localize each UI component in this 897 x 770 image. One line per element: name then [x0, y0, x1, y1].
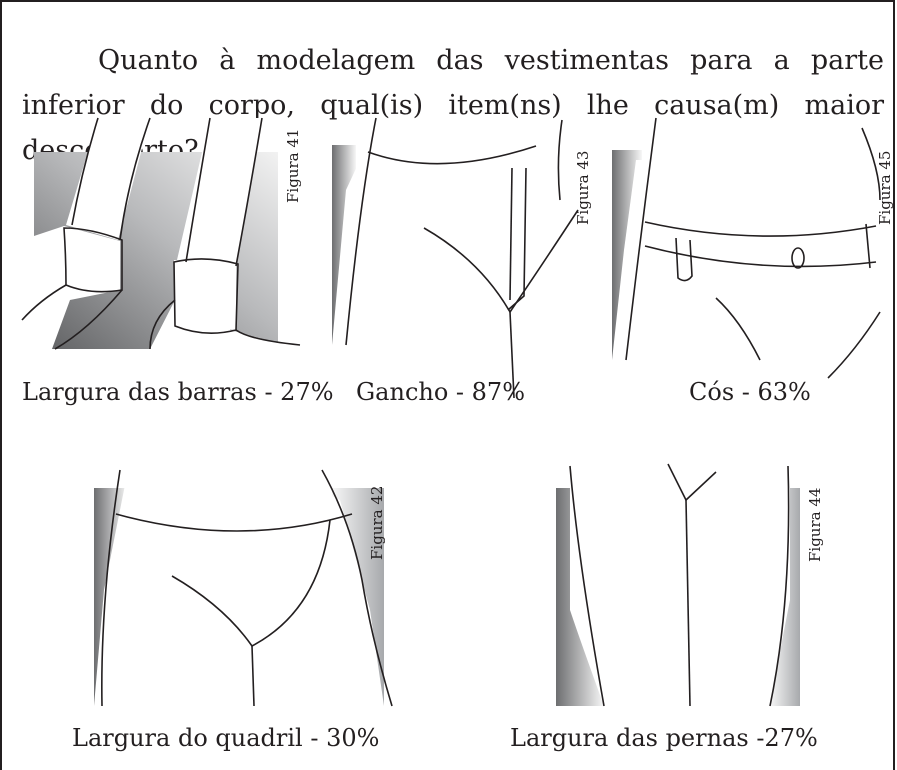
- figure-label-44: Figura 44: [806, 487, 824, 562]
- figure-cos-illustration: [612, 117, 881, 379]
- figure-label-45: Figura 45: [876, 150, 894, 225]
- figure-label-42: Figura 42: [368, 485, 386, 560]
- caption-barras: Largura das barras - 27%: [22, 378, 334, 406]
- figure-label-43: Figura 43: [574, 150, 592, 225]
- caption-pernas: Largura das pernas -27%: [510, 724, 818, 752]
- caption-cos: Cós - 63%: [689, 378, 811, 406]
- question-label: Quanto à modelagem das vestimentas para …: [22, 45, 884, 166]
- figure-barras-illustration: [21, 117, 301, 350]
- figure-pernas-illustration: [556, 463, 800, 707]
- figure-label-41: Figura 41: [284, 128, 302, 203]
- question-text: Quanto à modelagem das vestimentas para …: [22, 38, 884, 173]
- figure-quadril-illustration: [94, 469, 393, 707]
- figure-gancho-illustration: [332, 117, 579, 399]
- caption-gancho: Gancho - 87%: [356, 378, 525, 406]
- caption-quadril: Largura do quadril - 30%: [72, 724, 380, 752]
